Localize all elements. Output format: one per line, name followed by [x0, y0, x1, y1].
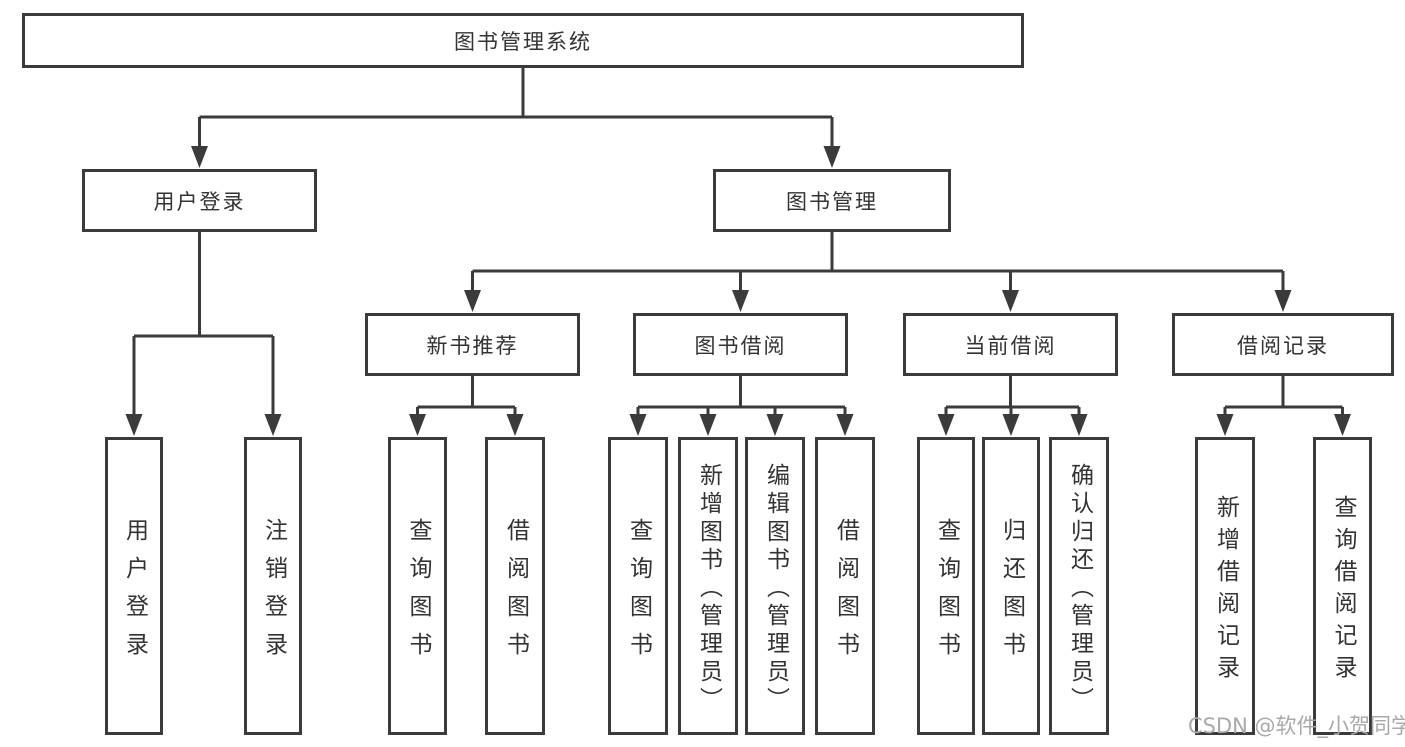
node-label: 当前借阅: [964, 333, 1057, 358]
node-label: 新增借阅记录: [1212, 494, 1239, 687]
node-book-management: 图书管理: [713, 169, 951, 232]
node-label: 新增图书（管理员）: [695, 462, 722, 715]
node-label: 借阅图书: [502, 517, 529, 670]
node-user-login: 用户登录: [82, 169, 317, 232]
node-label: 借阅图书: [832, 517, 859, 670]
leaf-add-books-admin: 新增图书（管理员）: [678, 437, 738, 735]
leaf-borrow-books-borrowing: 借阅图书: [815, 437, 875, 735]
leaf-logout-login: 注销登录: [244, 437, 302, 735]
leaf-query-borrow-record: 查询借阅记录: [1313, 437, 1372, 735]
leaf-return-books: 归还图书: [982, 437, 1040, 735]
node-label: 图书借阅: [694, 333, 787, 358]
leaf-borrow-books-recommend: 借阅图书: [485, 437, 545, 735]
leaf-query-books-borrowing: 查询图书: [608, 437, 668, 735]
node-label: 图书管理: [786, 189, 878, 214]
node-label: 查询图书: [933, 517, 960, 670]
leaf-user-login: 用户登录: [105, 437, 163, 735]
node-label: 查询图书: [405, 517, 431, 670]
node-new-book-recommend: 新书推荐: [365, 313, 580, 376]
leaf-query-books-current: 查询图书: [917, 437, 975, 735]
node-library-management-system: 图书管理系统: [22, 13, 1024, 68]
node-label: 注销登录: [260, 517, 287, 670]
arrowheads: [125, 146, 1351, 436]
node-label: 用户登录: [153, 189, 246, 214]
csdn-watermark: CSDN @软件_小贺同学: [1188, 714, 1405, 738]
node-label: 查询图书: [625, 517, 652, 670]
leaf-confirm-return-admin: 确认归还（管理员）: [1049, 437, 1109, 735]
node-label: 编辑图书（管理员）: [762, 462, 789, 715]
node-current-borrowing: 当前借阅: [903, 313, 1118, 376]
node-label: 确认归还（管理员）: [1066, 462, 1093, 715]
node-label: 归还图书: [998, 517, 1025, 670]
node-borrowing-records: 借阅记录: [1172, 313, 1394, 376]
node-label: 新书推荐: [426, 333, 519, 358]
node-book-borrowing: 图书借阅: [633, 313, 848, 376]
leaf-query-books-recommend: 查询图书: [388, 437, 447, 735]
node-label: 查询借阅记录: [1330, 494, 1356, 687]
leaf-add-borrow-record: 新增借阅记录: [1195, 437, 1255, 735]
node-label: 用户登录: [121, 517, 148, 670]
leaf-edit-books-admin: 编辑图书（管理员）: [745, 437, 805, 735]
node-label: 图书管理系统: [454, 29, 592, 54]
node-label: 借阅记录: [1237, 333, 1329, 358]
